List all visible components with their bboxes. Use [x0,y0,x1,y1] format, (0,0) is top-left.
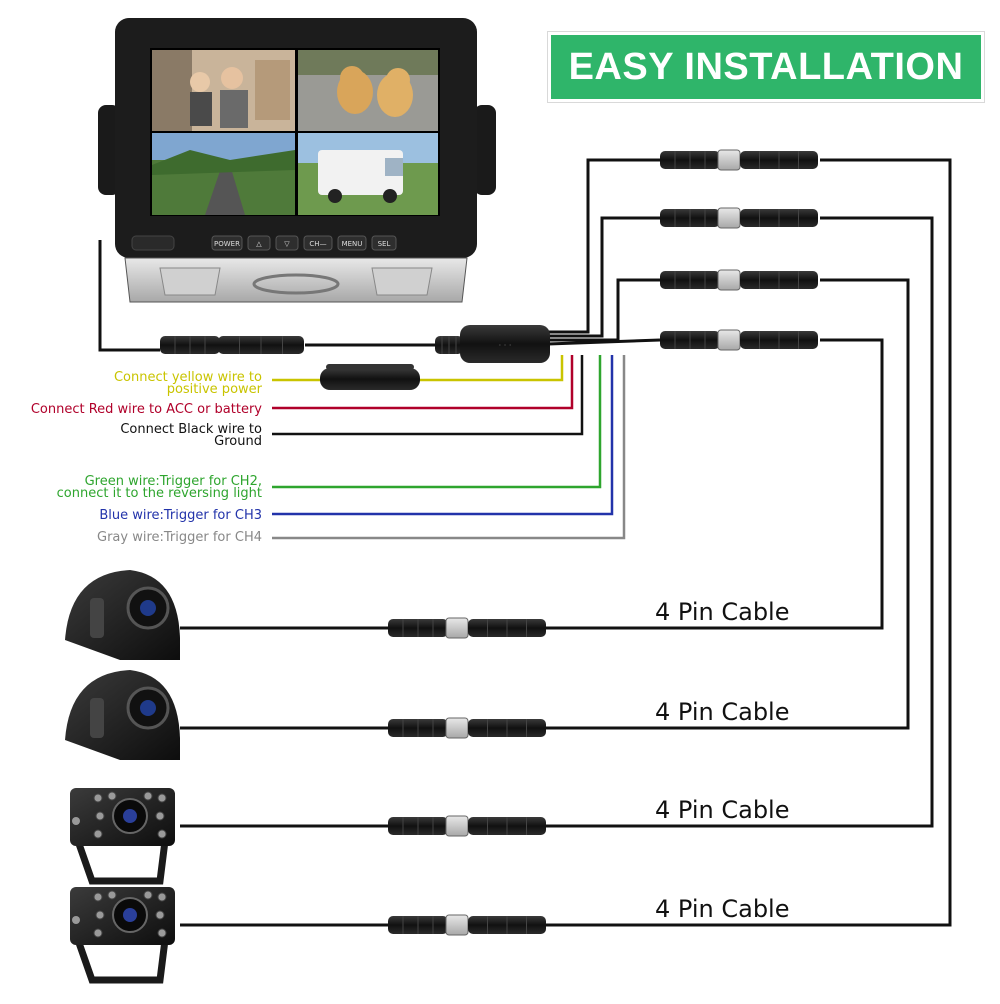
monitor-button-label: △ [256,240,262,248]
red-label-line-0: Connect Red wire to ACC or battery [31,402,262,417]
cam4-ir-box-camera [70,887,175,984]
output-connector-ch2-male [660,209,720,227]
camera-connector-1-metal-ring [445,617,469,639]
yellow-wire [272,355,564,382]
cam4-cable-label: 4 Pin Cable [655,895,789,923]
quad-view-dogs [298,50,438,131]
quad-view-van [298,133,438,215]
monitor-cable-plug-right [218,336,304,354]
cam3-cable-label: 4 Pin Cable [655,796,789,824]
black-wire [272,355,584,436]
monitor-button-strip: POWER △ ▽ CH— MENU SEL [131,235,397,251]
red-wire-label: Connect Red wire to ACC or battery [31,402,262,417]
svg-text:· · ·: · · · [499,341,512,350]
ch3-return-cable [545,278,910,730]
ch4-return-cable [545,338,884,630]
green-wire-label: Green wire:Trigger for CH2,connect it to… [57,474,262,501]
cable-labels: 4 Pin Cable 4 Pin Cable 4 Pin Cable 4 Pin C… [655,598,789,923]
camera-connector-2-metal-ring [445,717,469,739]
camera-connector-4-metal-ring [445,914,469,936]
cam3-ir-box-camera [70,788,175,885]
output-connector-ch3-metal-ring [717,269,741,291]
bracket-slot [252,273,340,295]
monitor-button-0[interactable]: POWER [211,235,243,251]
camera-connector-2-female [468,719,546,737]
ch2-return-cable [545,216,934,828]
output-connector-ch1-metal-ring [717,149,741,171]
monitor-button-label: MENU [342,240,363,248]
splitter-hub: · · · [460,325,550,363]
monitor-button-2[interactable]: ▽ [275,235,299,251]
cam2-side-dome-camera [65,670,180,760]
monitor-button-1[interactable]: △ [247,235,271,251]
monitor-cable [98,240,160,352]
output-connector-ch1-female [740,151,818,169]
camera-connector-3-metal-ring [445,815,469,837]
cables [98,158,952,927]
output-connector-ch1-male [660,151,720,169]
quad-view-road [152,133,295,215]
ch2-out-cable [548,216,660,338]
monitor-button-label: POWER [214,240,240,248]
cam1-side-dome-camera [65,570,180,660]
green-label-line-0: Green wire:Trigger for CH2, [85,474,262,489]
ch1-return-cable [545,158,952,927]
monitor-button-4[interactable]: MENU [337,235,367,251]
cam2-cable-label: 4 Pin Cable [655,698,789,726]
camera-connector-3-male [388,817,448,835]
cam1-cable-label: 4 Pin Cable [655,598,789,626]
gray-wire [272,355,626,540]
camera-connector-4-male [388,916,448,934]
hub-input-plug [435,336,463,354]
camera-connector-3-female [468,817,546,835]
camera-connector-1-male [388,619,448,637]
colored-wires [272,355,626,540]
monitor-button-label: SEL [378,240,391,248]
ch3-out-cable [548,278,660,342]
easy-installation-banner: EASY INSTALLATION [547,31,985,103]
camera-connector-1-female [468,619,546,637]
monitor-button-label: ▽ [284,240,290,248]
output-connector-ch2-metal-ring [717,207,741,229]
output-connector-ch4-female [740,331,818,349]
monitor-cable-plug-left [160,336,220,354]
yellow-label-line-1: positive power [167,382,263,397]
blue-wire-label: Blue wire:Trigger for CH3 [99,508,262,523]
ch4-out-cable [547,338,661,346]
monitor: POWER △ ▽ CH— MENU SEL [98,18,496,303]
output-connector-ch4-metal-ring [717,329,741,351]
monitor-button-label: CH— [309,240,326,248]
green-label-line-1: connect it to the reversing light [57,486,262,501]
output-connector-ch3-male [660,271,720,289]
camera-connector-2-male [388,719,448,737]
monitor-button-3[interactable]: CH— [303,235,333,251]
monitor-button-5[interactable]: SEL [371,235,397,251]
black-label-line-1: Ground [214,434,262,449]
quad-view-driver [152,50,295,131]
monitor-side-knob-left [98,105,120,195]
gray-wire-label: Gray wire:Trigger for CH4 [97,530,262,545]
output-connector-ch2-female [740,209,818,227]
ch1-out-cable [548,158,660,334]
monitor-side-knob-right [474,105,496,195]
output-connector-ch3-female [740,271,818,289]
blue-wire [272,355,614,516]
black-label-line-0: Connect Black wire to [120,422,262,437]
monitor-ir-sensor [131,235,175,251]
cameras [65,570,180,984]
green-wire [272,355,602,489]
red-wire [272,355,574,410]
gray-label-line-0: Gray wire:Trigger for CH4 [97,530,262,545]
blue-label-line-0: Blue wire:Trigger for CH3 [99,508,262,523]
inline-fuse [320,364,420,390]
yellow-label-line-0: Connect yellow wire to [114,370,262,385]
connectors [160,149,818,936]
camera-connector-4-female [468,916,546,934]
output-connector-ch4-male [660,331,720,349]
